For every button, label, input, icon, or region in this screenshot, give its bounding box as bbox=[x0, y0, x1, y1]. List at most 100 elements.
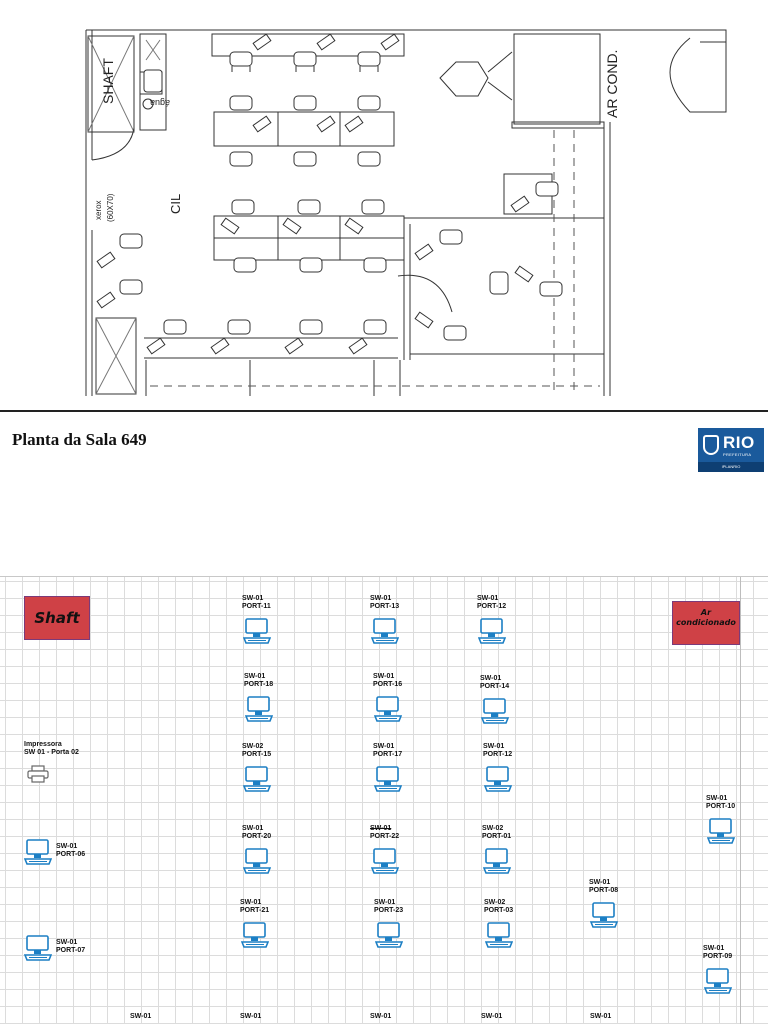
city-crest-icon bbox=[703, 435, 719, 455]
switch-id: SW-01 bbox=[130, 1013, 152, 1020]
plan-label-cil: CIL bbox=[168, 193, 183, 214]
plan-label-xerox-size: (60X70) bbox=[106, 193, 115, 222]
switch-id: SW-01 bbox=[481, 1013, 503, 1020]
printer-icon bbox=[27, 765, 49, 783]
port-id: PORT-17 bbox=[373, 751, 403, 758]
computer-icon bbox=[478, 618, 506, 644]
switch-id: SW-02 bbox=[482, 825, 504, 832]
workstation-label: SW-01 bbox=[481, 1013, 502, 1021]
printer-name: Impressora bbox=[24, 741, 62, 748]
port-id: PORT-11 bbox=[242, 603, 271, 610]
workstation-bottom-2[interactable]: SW-01 bbox=[240, 1013, 300, 1024]
logo-subtitle: PREFEITURA bbox=[723, 452, 752, 457]
workstation-label: SW-01 bbox=[130, 1013, 151, 1021]
computer-icon bbox=[374, 696, 402, 722]
printer-port: SW 01 - Porta 02 bbox=[24, 749, 79, 756]
switch-id: SW-01 bbox=[56, 939, 78, 946]
computer-icon bbox=[483, 848, 511, 874]
shaft-label: Shaft bbox=[24, 596, 90, 640]
switch-id: SW-01 bbox=[373, 743, 395, 750]
plan-label-xerox: xerox bbox=[94, 200, 103, 220]
switch-id: SW-01 bbox=[703, 945, 725, 952]
workstation-bottom-1[interactable]: SW-01 bbox=[130, 1013, 190, 1024]
port-id: PORT-20 bbox=[242, 833, 272, 840]
computer-icon bbox=[243, 766, 271, 792]
title-band: Planta da Sala 649 RIO PREFEITURA IPLANR… bbox=[0, 410, 768, 576]
switch-id: SW-01 bbox=[374, 899, 396, 906]
computer-icon bbox=[24, 935, 52, 961]
computer-icon bbox=[243, 848, 271, 874]
computer-icon bbox=[371, 618, 399, 644]
port-id: PORT-13 bbox=[370, 603, 400, 610]
port-id: PORT-23 bbox=[374, 907, 404, 914]
computer-icon bbox=[485, 922, 513, 948]
port-id: PORT-08 bbox=[589, 887, 619, 894]
port-id: PORT-14 bbox=[480, 683, 510, 690]
switch-id: SW-01 bbox=[56, 843, 78, 850]
computer-icon bbox=[375, 922, 403, 948]
switch-id: SW-01 bbox=[589, 879, 611, 886]
computer-icon bbox=[481, 698, 509, 724]
workstation-bottom-5[interactable]: SW-01 bbox=[590, 1013, 650, 1024]
port-id: PORT-18 bbox=[244, 681, 274, 688]
port-id: PORT-12 bbox=[483, 751, 513, 758]
switch-id: SW-01 bbox=[240, 1013, 262, 1020]
network-map: Shaft Ar condicionado Impressora SW 01 -… bbox=[0, 576, 768, 1024]
switch-id: SW-01 bbox=[240, 899, 262, 906]
computer-icon bbox=[704, 968, 732, 994]
computer-icon bbox=[241, 922, 269, 948]
computer-icon bbox=[374, 766, 402, 792]
ar-condicionado-label: Ar condicionado bbox=[672, 601, 740, 645]
computer-icon bbox=[371, 848, 399, 874]
switch-id: SW-01 bbox=[242, 595, 264, 602]
switch-id: SW-01 bbox=[483, 743, 505, 750]
computer-icon bbox=[484, 766, 512, 792]
logo-strip: IPLANRIO bbox=[698, 462, 764, 472]
switch-id: SW-01 bbox=[480, 675, 502, 682]
floor-plan-drawing: SHAFT água AR COND. CIL xerox (60X70) bbox=[0, 0, 768, 410]
switch-id: SW-01 bbox=[370, 595, 392, 602]
switch-id: SW-01 bbox=[477, 595, 499, 602]
switch-id: SW-01 bbox=[370, 1013, 392, 1020]
printer-node[interactable]: Impressora SW 01 - Porta 02 bbox=[24, 741, 104, 791]
workstation-bottom-4[interactable]: SW-01 bbox=[481, 1013, 541, 1024]
computer-icon bbox=[24, 839, 52, 865]
plan-label-shaft: SHAFT bbox=[100, 58, 116, 104]
workstation-bottom-3[interactable]: SW-01 bbox=[370, 1013, 430, 1024]
